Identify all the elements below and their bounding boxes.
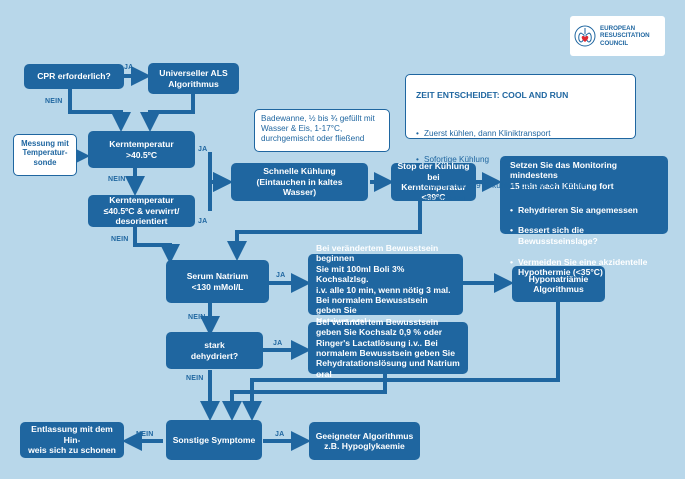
time-decides-title: ZEIT ENTSCHEIDET: COOL AND RUN xyxy=(416,90,569,100)
probe-measurement-note: Messung mit Temperatur- sonde xyxy=(13,134,77,176)
other-symptoms-box: Sonstige Symptome xyxy=(166,420,262,460)
dehydration-treatment-box: Bei verändertem Bewusstsein geben Sie Ko… xyxy=(308,317,468,379)
arrow-kernniedrig-natrium xyxy=(133,226,180,264)
cpr-question-box: CPR erforderlich? xyxy=(24,64,124,89)
yes-label: JA xyxy=(273,340,283,347)
arrow-kernhoch-kuehl xyxy=(208,152,233,192)
serum-sodium-box: Serum Natrium <130 mMol/L xyxy=(166,260,269,303)
discharge-box: Entlassung mit dem Hin- weis sich zu sch… xyxy=(20,422,124,458)
arrow-hypo-sonstige xyxy=(242,301,560,421)
erc-lungs-heart-logo-icon xyxy=(574,25,596,47)
arrow-stop-natrium xyxy=(227,198,422,261)
core-temp-low-box: Kerntemperatur ≤40.5ºC & verwirrt/ desor… xyxy=(88,195,195,227)
suitable-algorithm-box: Geeigneter Algorithmus z.B. Hypoglykaemi… xyxy=(309,422,420,460)
sodium-treatment-box: Bei verändertem Bewusstsein beginnen Sie… xyxy=(308,243,463,326)
no-label: NEIN xyxy=(111,236,129,243)
arrow-als-kern xyxy=(140,94,195,132)
yes-label: JA xyxy=(275,431,285,438)
time-decides-item: Zuerst kühlen, dann Kliniktransport xyxy=(416,127,625,140)
logo-text: EUROPEAN RESUSCITATION COUNCIL xyxy=(600,25,650,47)
no-label: NEIN xyxy=(136,431,154,438)
no-label: NEIN xyxy=(45,98,63,105)
erc-logo: EUROPEAN RESUSCITATION COUNCIL xyxy=(570,16,665,56)
yes-label: JA xyxy=(276,272,286,279)
dehydrated-question-box: stark dehydriert? xyxy=(166,332,263,369)
yes-label: JA xyxy=(198,146,208,153)
monitoring-item: Rehydrieren Sie angemessen xyxy=(510,205,658,216)
arrow-cpr-kern xyxy=(68,88,131,132)
monitoring-item: Vermeiden Sie eine akzidentelle Hypother… xyxy=(510,257,658,278)
time-decides-panel: ZEIT ENTSCHEIDET: COOL AND RUN Zuerst kü… xyxy=(405,74,636,203)
rapid-cooling-box: Schnelle Kühlung (Eintauchen in kaltes W… xyxy=(231,163,368,201)
core-temp-high-box: Kerntemperatur >40.5ºC xyxy=(88,131,195,168)
time-decides-list: Zuerst kühlen, dann Kliniktransport Sofo… xyxy=(416,114,625,218)
arrow-kernniedrig-kuehl xyxy=(208,172,233,211)
yes-label: JA xyxy=(124,64,134,71)
time-decides-item: Sofortige Kühlung xyxy=(416,153,625,166)
monitoring-item: Bessert sich die Bewusstseinslage? xyxy=(510,225,658,246)
no-label: NEIN xyxy=(188,314,206,321)
als-algorithm-box: Universeller ALS Algorithmus xyxy=(148,63,239,94)
time-decides-item: Schnell auf <39°C kühlen, bis die Sympto… xyxy=(416,179,625,205)
bathtub-note: Badewanne, ½ bis ¾ gefüllt mit Wasser & … xyxy=(254,109,390,152)
no-label: NEIN xyxy=(108,176,126,183)
arrow-dehydbox-sonstige xyxy=(222,372,387,421)
yes-label: JA xyxy=(198,218,208,225)
no-label: NEIN xyxy=(186,375,204,382)
monitoring-list: Rehydrieren Sie angemessen Bessert sich … xyxy=(510,194,658,288)
